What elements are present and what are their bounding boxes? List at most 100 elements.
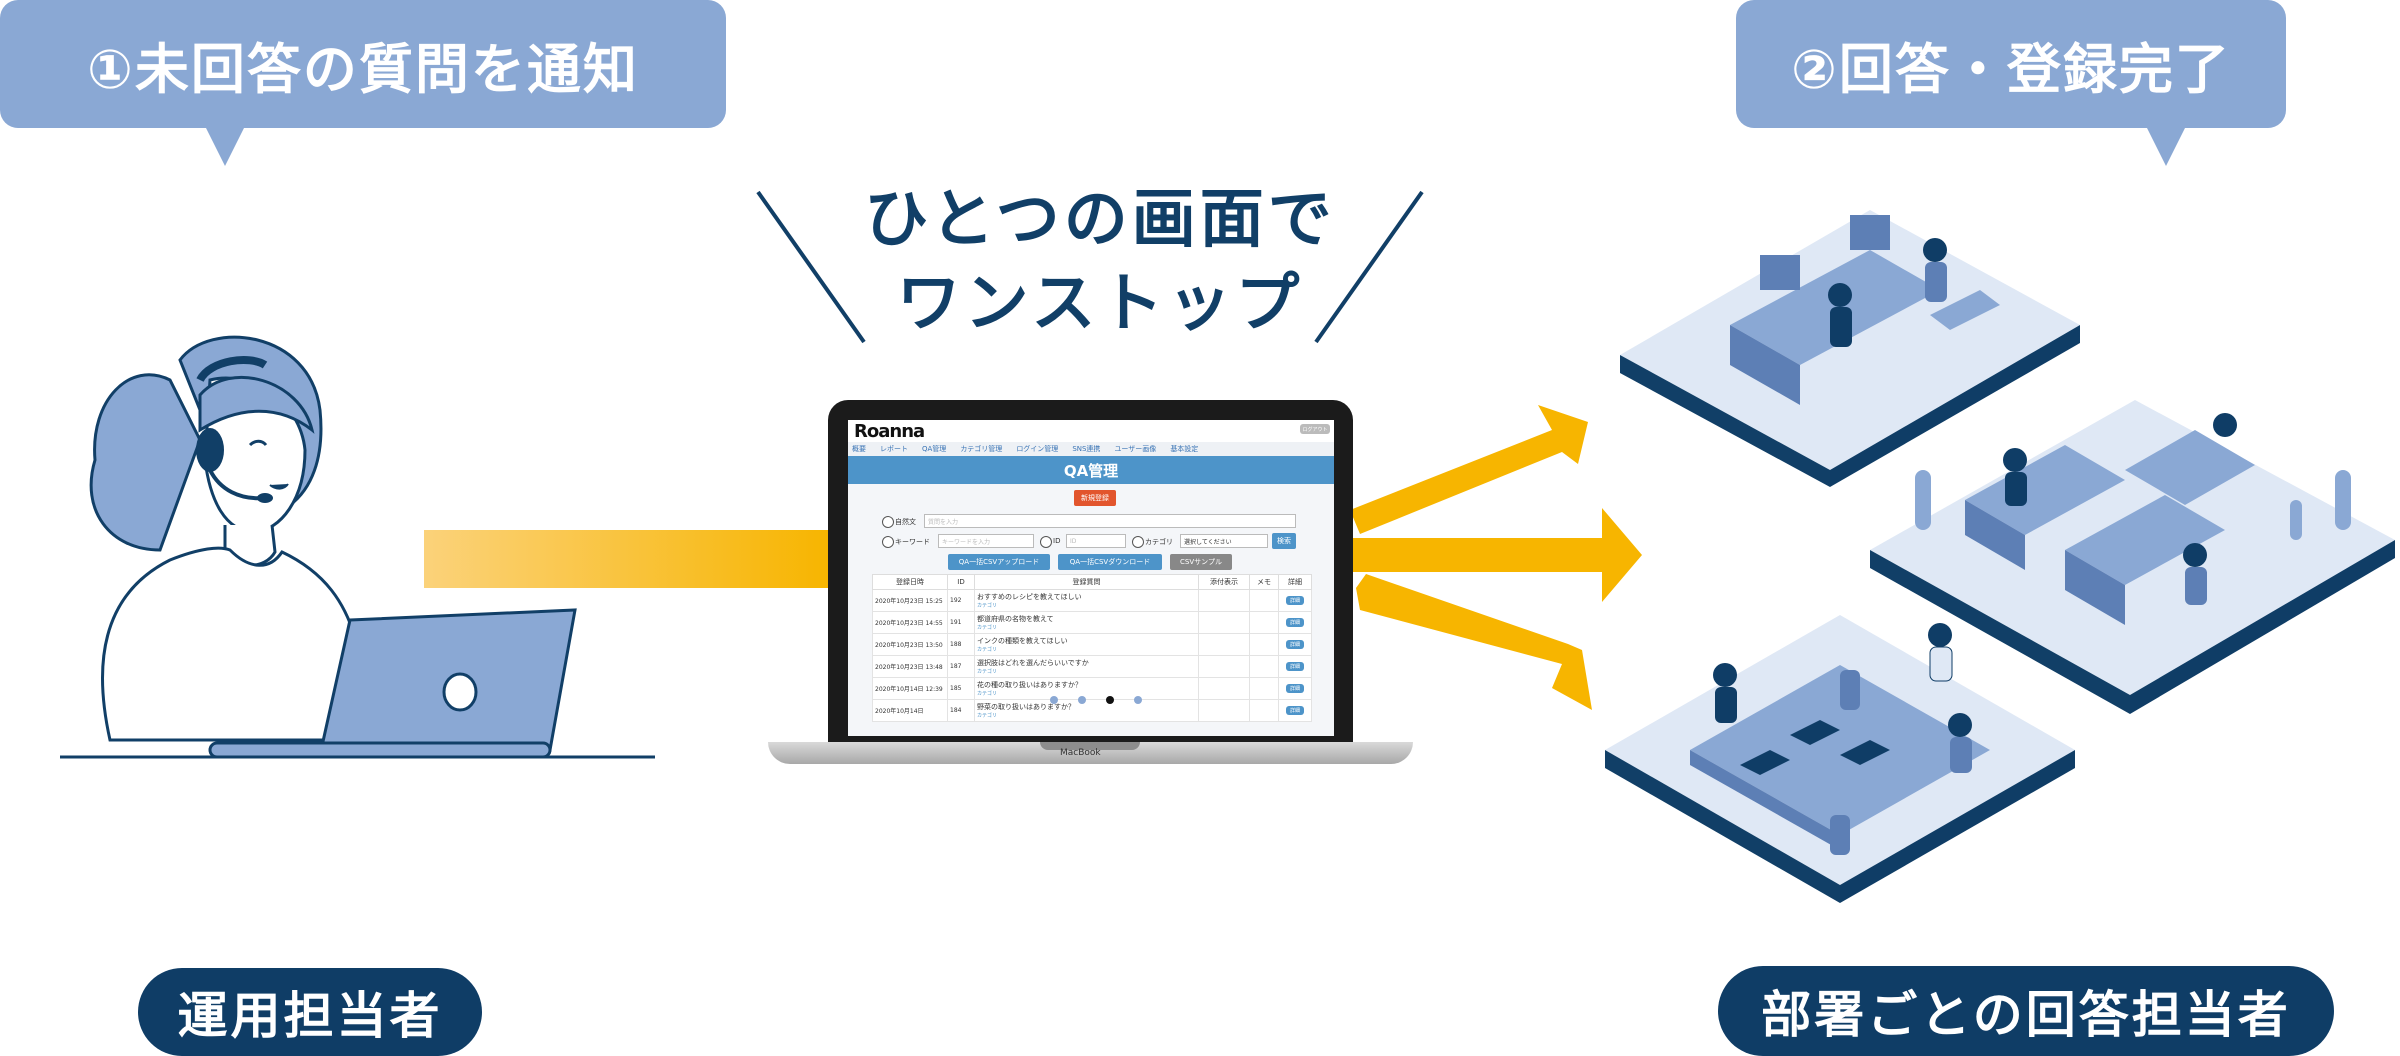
callout-tail bbox=[205, 126, 245, 166]
question-text: 野菜の取り扱いはありますか？ bbox=[977, 703, 1075, 711]
pagination-dots bbox=[1050, 696, 1142, 704]
headline: ひとつの画面で ワンストップ bbox=[840, 178, 1360, 346]
row-detail: 詳細 bbox=[1278, 699, 1312, 722]
screen-header: Roanna ログアウト bbox=[848, 420, 1334, 442]
natural-text-input[interactable]: 質問を入力 bbox=[924, 514, 1296, 528]
nav-item[interactable]: カテゴリ管理 bbox=[960, 445, 1003, 453]
category-tag[interactable]: カテゴリ bbox=[977, 691, 998, 697]
csv-upload-button[interactable]: QA一括CSVアップロード bbox=[948, 554, 1050, 570]
keyword-label: キーワード bbox=[895, 538, 930, 546]
row-detail: 詳細 bbox=[1278, 633, 1312, 656]
headline-slash-right bbox=[1314, 190, 1424, 344]
id-input[interactable]: ID bbox=[1066, 534, 1126, 548]
nav-item[interactable]: SNS連携 bbox=[1072, 445, 1101, 453]
row-attachment bbox=[1198, 611, 1250, 634]
column-header: メモ bbox=[1249, 574, 1279, 590]
column-header: 登録日時 bbox=[872, 574, 948, 590]
logout-button[interactable]: ログアウト bbox=[1300, 424, 1330, 434]
natural-text-radio[interactable] bbox=[882, 516, 894, 528]
category-tag[interactable]: カテゴリ bbox=[977, 603, 998, 609]
laptop-notch bbox=[1040, 742, 1140, 750]
row-date: 2020年10月14日 bbox=[872, 699, 948, 722]
detail-button[interactable]: 詳細 bbox=[1285, 596, 1304, 605]
row-memo bbox=[1249, 699, 1279, 722]
row-attachment bbox=[1198, 633, 1250, 656]
detail-button[interactable]: 詳細 bbox=[1285, 662, 1304, 671]
question-text: 選択肢はどれを選んだらいいですか bbox=[977, 659, 1089, 667]
row-id: 191 bbox=[947, 611, 975, 634]
table-header-row: 登録日時 ID 登録質問 添付表示 メモ 詳細 bbox=[872, 574, 1312, 590]
row-memo bbox=[1249, 655, 1279, 678]
row-date: 2020年10月23日 13:48 bbox=[872, 655, 948, 678]
outgoing-arrow-bottom bbox=[1356, 574, 1592, 710]
category-label: カテゴリ bbox=[1145, 538, 1173, 546]
laptop-screen: Roanna ログアウト 概要 レポート QA管理 カテゴリ管理 ログイン管理 … bbox=[848, 420, 1334, 736]
category-tag[interactable]: カテゴリ bbox=[977, 647, 998, 653]
id-radio[interactable] bbox=[1040, 536, 1052, 548]
new-registration-button[interactable]: 新規登録 bbox=[1074, 490, 1116, 506]
detail-button[interactable]: 詳細 bbox=[1285, 640, 1304, 649]
row-question: 都道府県の名物を教えてカテゴリ bbox=[974, 611, 1199, 634]
headline-line-1: ひとつの画面で bbox=[864, 183, 1336, 257]
pagination-dot-active[interactable] bbox=[1106, 696, 1114, 704]
row-question: 選択肢はどれを選んだらいいですかカテゴリ bbox=[974, 655, 1199, 678]
nav-item[interactable]: ユーザー画像 bbox=[1114, 445, 1157, 453]
row-memo bbox=[1249, 677, 1279, 700]
callout-unanswered-text: ①未回答の質問を通知 bbox=[87, 37, 639, 101]
category-radio[interactable] bbox=[1132, 536, 1144, 548]
row-date: 2020年10月23日 15:25 bbox=[872, 589, 948, 612]
row-memo bbox=[1249, 633, 1279, 656]
detail-button[interactable]: 詳細 bbox=[1285, 618, 1304, 627]
nav-item[interactable]: 概要 bbox=[852, 445, 866, 453]
csv-sample-button[interactable]: CSVサンプル bbox=[1170, 554, 1232, 570]
nav-item[interactable]: 基本設定 bbox=[1170, 445, 1199, 453]
office-illustration-middle bbox=[1870, 400, 2395, 714]
screen-title: QA管理 bbox=[848, 456, 1334, 484]
callout-answer-complete: ②回答・登録完了 bbox=[1736, 0, 2286, 166]
pagination-dot[interactable] bbox=[1050, 696, 1058, 704]
keyword-input[interactable]: キーワードを入力 bbox=[938, 534, 1034, 548]
pagination-dot[interactable] bbox=[1078, 696, 1086, 704]
callout-answer-text: ②回答・登録完了 bbox=[1791, 37, 2231, 101]
detail-button[interactable]: 詳細 bbox=[1285, 684, 1304, 693]
category-tag[interactable]: カテゴリ bbox=[977, 713, 998, 719]
row-question: 野菜の取り扱いはありますか？ カテゴリ bbox=[974, 699, 1199, 722]
nav-item[interactable]: QA管理 bbox=[922, 445, 947, 453]
keyword-radio[interactable] bbox=[882, 536, 894, 548]
headline-slash-left bbox=[756, 190, 866, 344]
column-header: ID bbox=[947, 574, 975, 590]
row-date: 2020年10月14日 12:39 bbox=[872, 677, 948, 700]
column-header: 詳細 bbox=[1278, 574, 1312, 590]
row-attachment bbox=[1198, 699, 1250, 722]
row-detail: 詳細 bbox=[1278, 611, 1312, 634]
category-select[interactable]: 選択してください bbox=[1180, 534, 1268, 548]
search-button[interactable]: 検索 bbox=[1272, 533, 1296, 549]
row-id: 188 bbox=[947, 633, 975, 656]
detail-button[interactable]: 詳細 bbox=[1285, 706, 1304, 715]
pagination-dot[interactable] bbox=[1134, 696, 1142, 704]
nav-item[interactable]: レポート bbox=[880, 445, 908, 453]
row-attachment bbox=[1198, 655, 1250, 678]
office-illustration-bottom bbox=[1605, 615, 2075, 903]
csv-download-button[interactable]: QA一括CSVダウンロード bbox=[1058, 554, 1162, 570]
screen-nav: 概要 レポート QA管理 カテゴリ管理 ログイン管理 SNS連携 ユーザー画像 … bbox=[848, 442, 1334, 456]
row-question: インクの種類を教えてほしいカテゴリ bbox=[974, 633, 1199, 656]
row-id: 192 bbox=[947, 589, 975, 612]
row-id: 187 bbox=[947, 655, 975, 678]
outgoing-arrow-middle bbox=[1352, 508, 1642, 602]
operator-illustration bbox=[60, 335, 655, 759]
category-tag[interactable]: カテゴリ bbox=[977, 625, 998, 631]
category-tag[interactable]: カテゴリ bbox=[977, 669, 998, 675]
row-memo bbox=[1249, 611, 1279, 634]
row-attachment bbox=[1198, 589, 1250, 612]
headline-line-2: ワンストップ bbox=[896, 267, 1304, 341]
nav-item[interactable]: ログイン管理 bbox=[1016, 445, 1059, 453]
department-responders-label: 部署ごとの回答担当者 bbox=[1718, 966, 2334, 1056]
